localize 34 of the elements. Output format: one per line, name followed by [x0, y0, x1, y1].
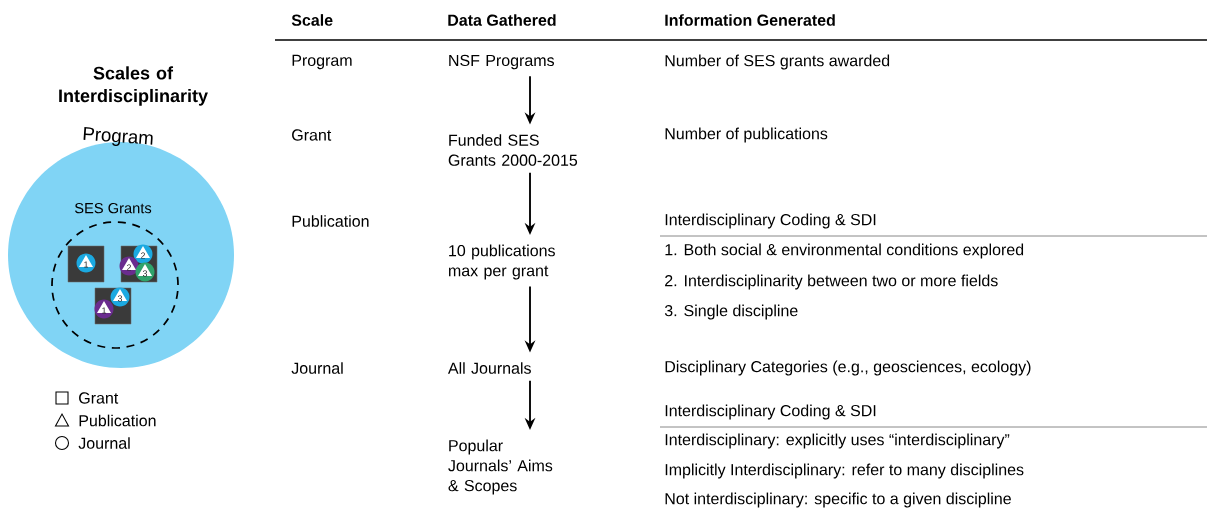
- info-text: 3. Single discipline: [664, 304, 798, 320]
- legend-text: Grant: [79, 392, 119, 404]
- column-header: Scale: [291, 14, 333, 26]
- publication-badge: 1: [94, 299, 114, 319]
- info-text: Number of publications: [665, 127, 828, 143]
- data-source: Funded SES Grants 2000-2015: [448, 134, 578, 166]
- data-source: All Journals: [447, 362, 531, 374]
- info-text: Disciplinary Categories (e.g., geosciences, ecology): [665, 360, 1031, 376]
- publication-badge: 3: [135, 262, 155, 282]
- data-source: Popular Journals’ Aims & Scopes: [448, 439, 553, 495]
- legend-text: Publication: [79, 414, 156, 427]
- scale-name: Journal: [291, 362, 343, 374]
- diagram-title: Scales of Interdisciplinarity: [59, 66, 208, 106]
- info-text: 2. Interdisciplinarity between two or more fields: [665, 274, 998, 290]
- info-text: Not interdisciplinary: specific to a given discipline: [665, 492, 1011, 508]
- info-text: Interdisciplinary: explicitly uses “interdisciplinary”: [665, 433, 1010, 449]
- legend-text: Journal: [78, 437, 130, 449]
- publication-badge: 2: [119, 256, 139, 276]
- publication-badge: 2: [133, 244, 153, 264]
- scale-name: Publication: [292, 215, 369, 227]
- data-source: 10 publications max per grant: [449, 244, 555, 280]
- column-header: Data Gathered: [448, 14, 556, 26]
- info-text: Interdisciplinary Coding & SDI: [665, 213, 876, 229]
- data-source: NSF Programs: [449, 54, 555, 70]
- scale-name: Program: [292, 54, 352, 70]
- node-label: SES Grants: [74, 202, 152, 214]
- info-text: 1. Both social & environmental conditions explored: [665, 243, 1024, 259]
- info-text: Implicitly Interdisciplinary: refer to many disciplines: [665, 463, 1024, 479]
- publication-badge: 3: [110, 287, 130, 307]
- info-text: Number of SES grants awarded: [665, 54, 890, 70]
- publication-badge: 1: [76, 253, 96, 273]
- info-text: Interdisciplinary Coding & SDI: [665, 404, 876, 420]
- scale-name: Grant: [292, 129, 332, 141]
- column-header: Information Generated: [665, 14, 835, 26]
